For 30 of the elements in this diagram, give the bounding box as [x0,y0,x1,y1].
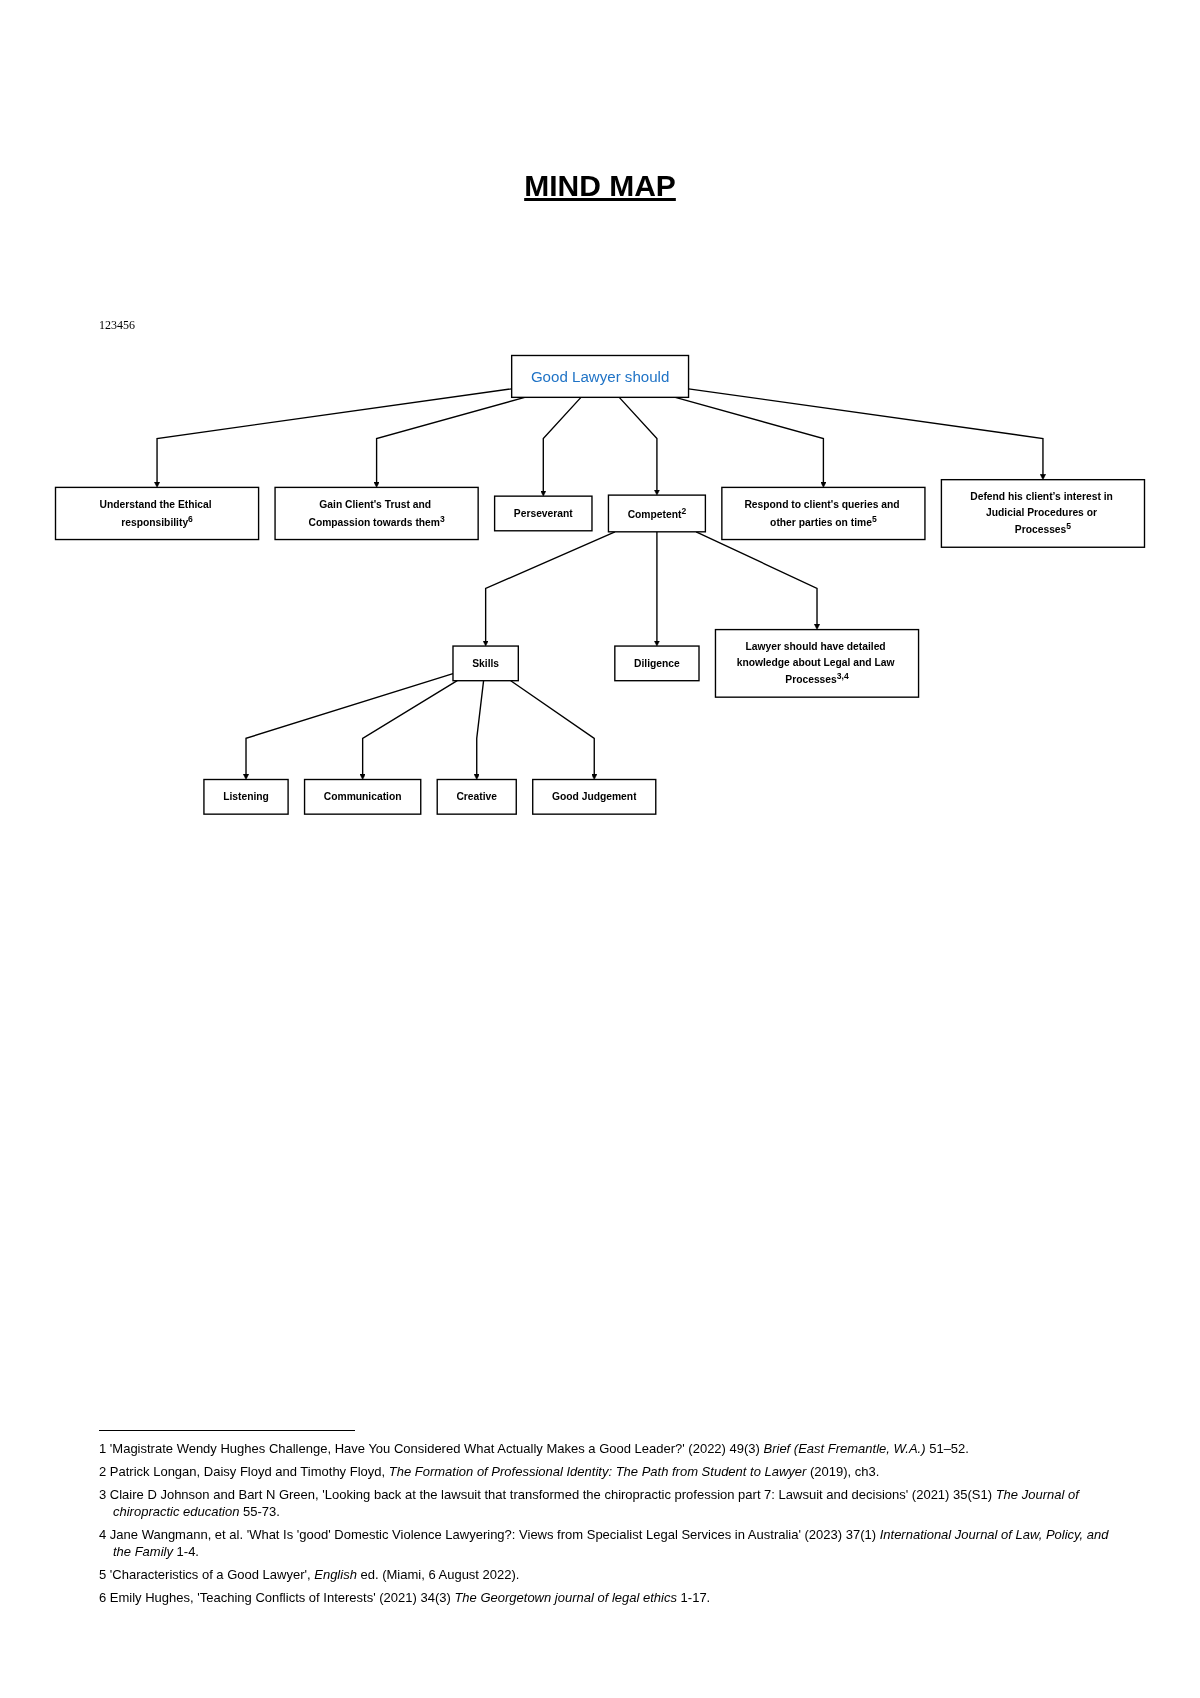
concept-box: Listening [203,778,289,815]
concept-box: Communication [303,778,422,815]
concept-box: Respond to client's queries and other parties on time$^{5}$ [721,486,926,541]
arrow [473,680,485,780]
footnote: 2 Patrick Longan, Daisy Floyd and Timothy Floyd, The Formation of Professional Identity: The Path from Student to Lawyer (2019), ch3. [99,1463,881,1480]
arrow [510,680,598,780]
footnote: 5 'Characteristics of a Good Lawyer', English ed. (Miami, 6 August 2022). [99,1566,521,1583]
concept-box: Skills [452,645,519,682]
concept-box: Lawyer should have detailed knowledge about Legal and Law Processes$^{3,4}$ [714,628,920,698]
arrow [359,680,458,780]
concept-box: Understand the Ethical responsibility$^{6}$ [54,486,260,541]
central-topic-box: Good Lawyer should [511,354,690,399]
concept-box: Defend his client’s interest in Judicial Procedures or Processes$^{5}$ [940,479,1146,548]
arrow [695,531,821,630]
arrow [482,531,616,647]
arrow [653,531,660,647]
concept-box: Competent$^{2}$ [607,494,707,533]
concept-box: Gain Client's Trust and Compassion towards them$^{3}$ [274,486,479,541]
concept-box: Good Judgement [532,778,657,815]
title: MIND MAP [524,168,676,204]
footnote: 4 Jane Wangmann, et al. 'What Is 'good' Domestic Violence Lawyering?: Views from Specialist Legal Services in Australia' (2023) 37(1) International Journal of Law, Policy, and the Family 1-4. [99,1526,1110,1560]
footnote: 6 Emily Hughes, 'Teaching Conflicts of Interests' (2021) 34(3) The Georgetown journal of legal ethics 1-17. [99,1589,712,1606]
footnote-reference-marks: 123456 [99,318,135,332]
footnote: 3 Claire D Johnson and Bart N Green, 'Looking back at the lawsuit that transformed the chiropractic profession part 7: Lawsuit and decisions' (2021) 35(S1) The Journal of chiropractic education 55-73. [99,1486,1081,1520]
arrow [618,396,660,496]
concept-box: Perseverant [493,495,593,532]
concept-box: Diligence [614,645,700,682]
arrow [540,396,582,497]
concept-box: Creative [436,778,517,815]
footnote: 1 'Magistrate Wendy Hughes Challenge, Have You Considered What Actually Makes a Good Leader?' (2022) 49(3) Brief (East Fremantle, W.A.) 51–52. [99,1440,970,1457]
